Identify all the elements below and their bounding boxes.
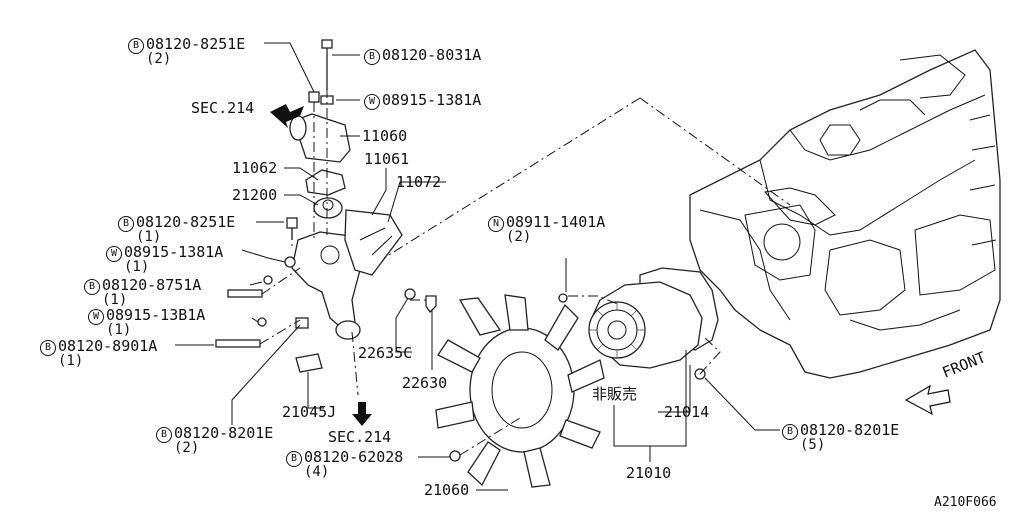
part-22630: 22630 — [402, 374, 448, 392]
washer-badge: W — [88, 309, 104, 325]
quantity: (2) — [174, 440, 200, 456]
part-number: 08120-8901A — [58, 337, 158, 355]
part-number: 08120-8201E — [174, 424, 274, 442]
part-21200: 21200 — [232, 186, 278, 204]
quantity: (5) — [800, 437, 826, 453]
direction-arrows — [270, 104, 951, 426]
quantity: (1) — [136, 229, 162, 245]
part-21045j: 21045J — [282, 403, 337, 421]
part-22635c: 22635C — [358, 344, 413, 362]
quantity: (1) — [106, 322, 132, 338]
part-21060: 21060 — [424, 481, 470, 499]
engine-block — [689, 49, 1001, 379]
bolt-badge: B — [128, 38, 144, 54]
part-21014: 21014 — [664, 403, 710, 421]
bolt-badge: B — [118, 216, 134, 232]
part-number: 08120-8251E — [146, 35, 246, 53]
part-number: 08120-62028 — [304, 448, 404, 466]
water-pump-assembly — [558, 267, 719, 380]
part-number: 08915-13B1A — [106, 306, 206, 324]
not-for-sale-note: 非販売 — [592, 385, 638, 403]
washer-badge: W — [364, 94, 380, 110]
quantity: (1) — [124, 259, 150, 275]
part-number: 08120-8201E — [800, 421, 900, 439]
fasteners — [215, 39, 437, 348]
part-11072: 11072 — [396, 173, 442, 191]
washer-badge: W — [106, 246, 122, 262]
part-number: 08120-8751A — [102, 276, 202, 294]
bolt-badge: B — [286, 451, 302, 467]
assembly-lines — [259, 88, 791, 456]
quantity: (2) — [146, 51, 172, 67]
part-number: 08915-1381A — [124, 243, 224, 261]
figure-code: A210F066 — [934, 495, 997, 510]
nut-badge: N — [488, 216, 504, 232]
section-ref-top: SEC.214 — [191, 99, 255, 117]
quantity: (1) — [102, 292, 128, 308]
part-21010: 21010 — [626, 464, 672, 482]
fan-blades — [435, 294, 605, 488]
part-11060: 11060 — [362, 127, 408, 145]
section-ref-bottom: SEC.214 — [328, 428, 392, 446]
leader-lines — [175, 42, 780, 491]
part-11061: 11061 — [364, 150, 410, 168]
bolt-badge: B — [782, 424, 798, 440]
bolt-badge: B — [40, 340, 56, 356]
part-number: 08120-8031A — [382, 46, 482, 64]
quantity: (4) — [304, 464, 330, 480]
bolt-badge: B — [84, 279, 100, 295]
part-number: 08915-1381A — [382, 91, 482, 109]
part-11062: 11062 — [232, 159, 278, 177]
quantity: (1) — [58, 353, 84, 369]
bolt-badge: B — [156, 427, 172, 443]
part-number: 08911-1401A — [506, 213, 606, 231]
bolt-badge: B — [364, 49, 380, 65]
quantity: (2) — [506, 229, 532, 245]
part-number: 08120-8251E — [136, 213, 236, 231]
